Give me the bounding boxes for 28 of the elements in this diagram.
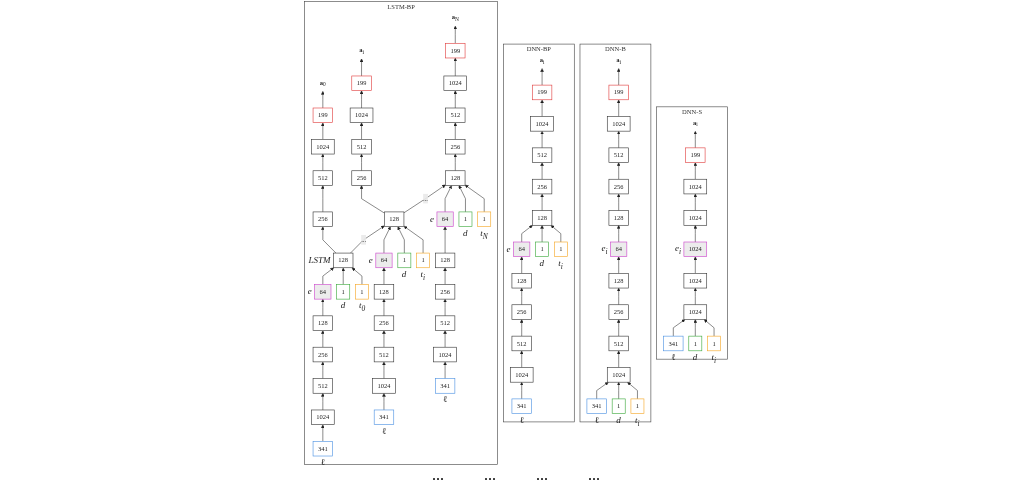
input-symbol: ℓ	[520, 415, 524, 425]
input-symbol: ℓ	[671, 352, 676, 362]
layer-symbol: e	[506, 244, 511, 254]
input-symbol: ℓ	[443, 395, 447, 405]
ellipsis-label: ...	[484, 466, 496, 485]
input-symbol: d	[401, 269, 407, 279]
input-symbol: t$_{i}$	[420, 269, 426, 282]
ellipsis-label: ...	[536, 466, 548, 485]
ellipsis-label: ...	[588, 466, 600, 485]
input-symbol: t$_{N}$	[480, 228, 488, 240]
layer-symbol: e	[429, 214, 434, 224]
layer-symbol: e$_{i}$	[674, 243, 681, 256]
input-symbol: d	[462, 228, 468, 238]
layer-symbol: e	[307, 287, 312, 297]
input-symbol: d	[616, 415, 621, 425]
input-symbol: d	[340, 301, 346, 311]
input-symbol: ℓ	[595, 415, 599, 425]
input-symbol: t$_{i}$	[558, 258, 563, 270]
input-symbol: ℓ	[382, 426, 386, 436]
layer-symbol: LSTM	[308, 255, 331, 265]
layer-symbol: e$_{i}$	[601, 243, 608, 256]
input-symbol: ℓ	[321, 458, 325, 467]
input-symbol: t$_{i}$	[711, 352, 717, 365]
input-symbol: t$_{0}$	[358, 301, 366, 313]
ellipsis-label: ...	[432, 466, 444, 485]
input-symbol: d	[692, 352, 698, 362]
input-symbol: d	[539, 258, 545, 268]
layer-symbol: e	[368, 255, 373, 265]
